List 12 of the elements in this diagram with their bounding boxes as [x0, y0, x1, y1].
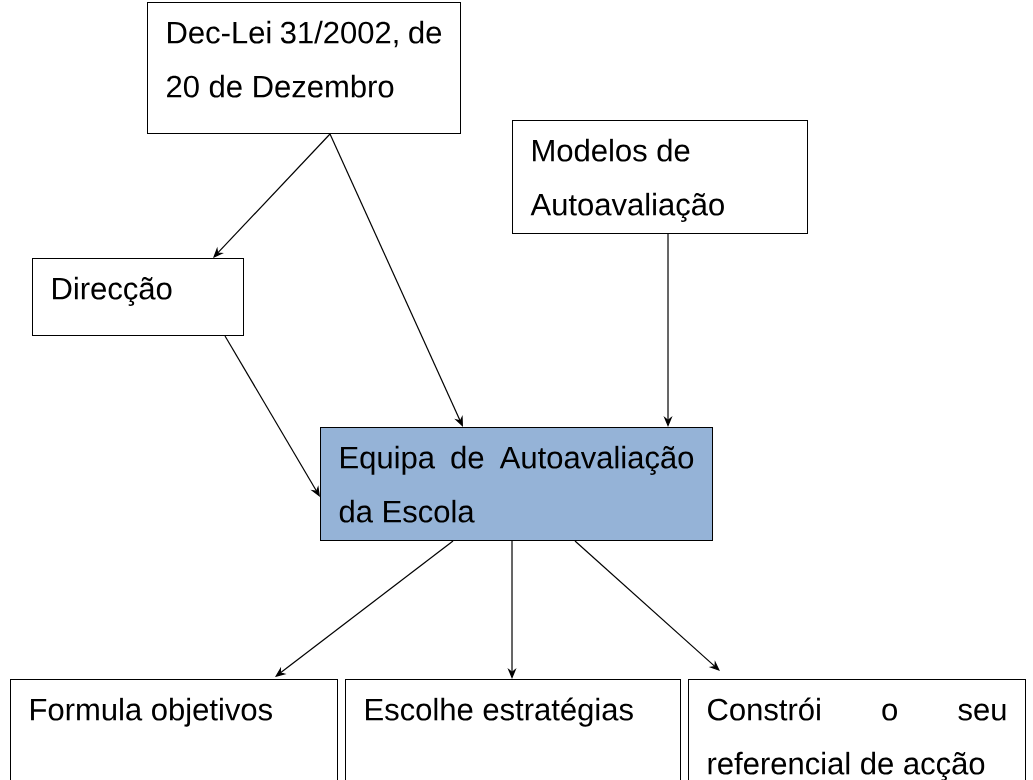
task-box: Formula objetivos [10, 679, 338, 780]
arrow [213, 133, 331, 258]
task-box: Constrói o seu referencial de acção [688, 679, 1026, 780]
arrow [224, 335, 320, 497]
arrow [275, 540, 454, 677]
task-box: Escolhe estratégias [345, 679, 681, 780]
model-box: Modelos de Autoavaliação [512, 120, 808, 234]
team-box: Equipa de Autoavaliação da Escola [320, 427, 713, 541]
direction-box: Direcção [32, 258, 244, 336]
arrow [329, 133, 463, 427]
law-box: Dec-Lei 31/2002, de 20 de Dezembro [147, 2, 461, 134]
arrow [574, 540, 720, 671]
